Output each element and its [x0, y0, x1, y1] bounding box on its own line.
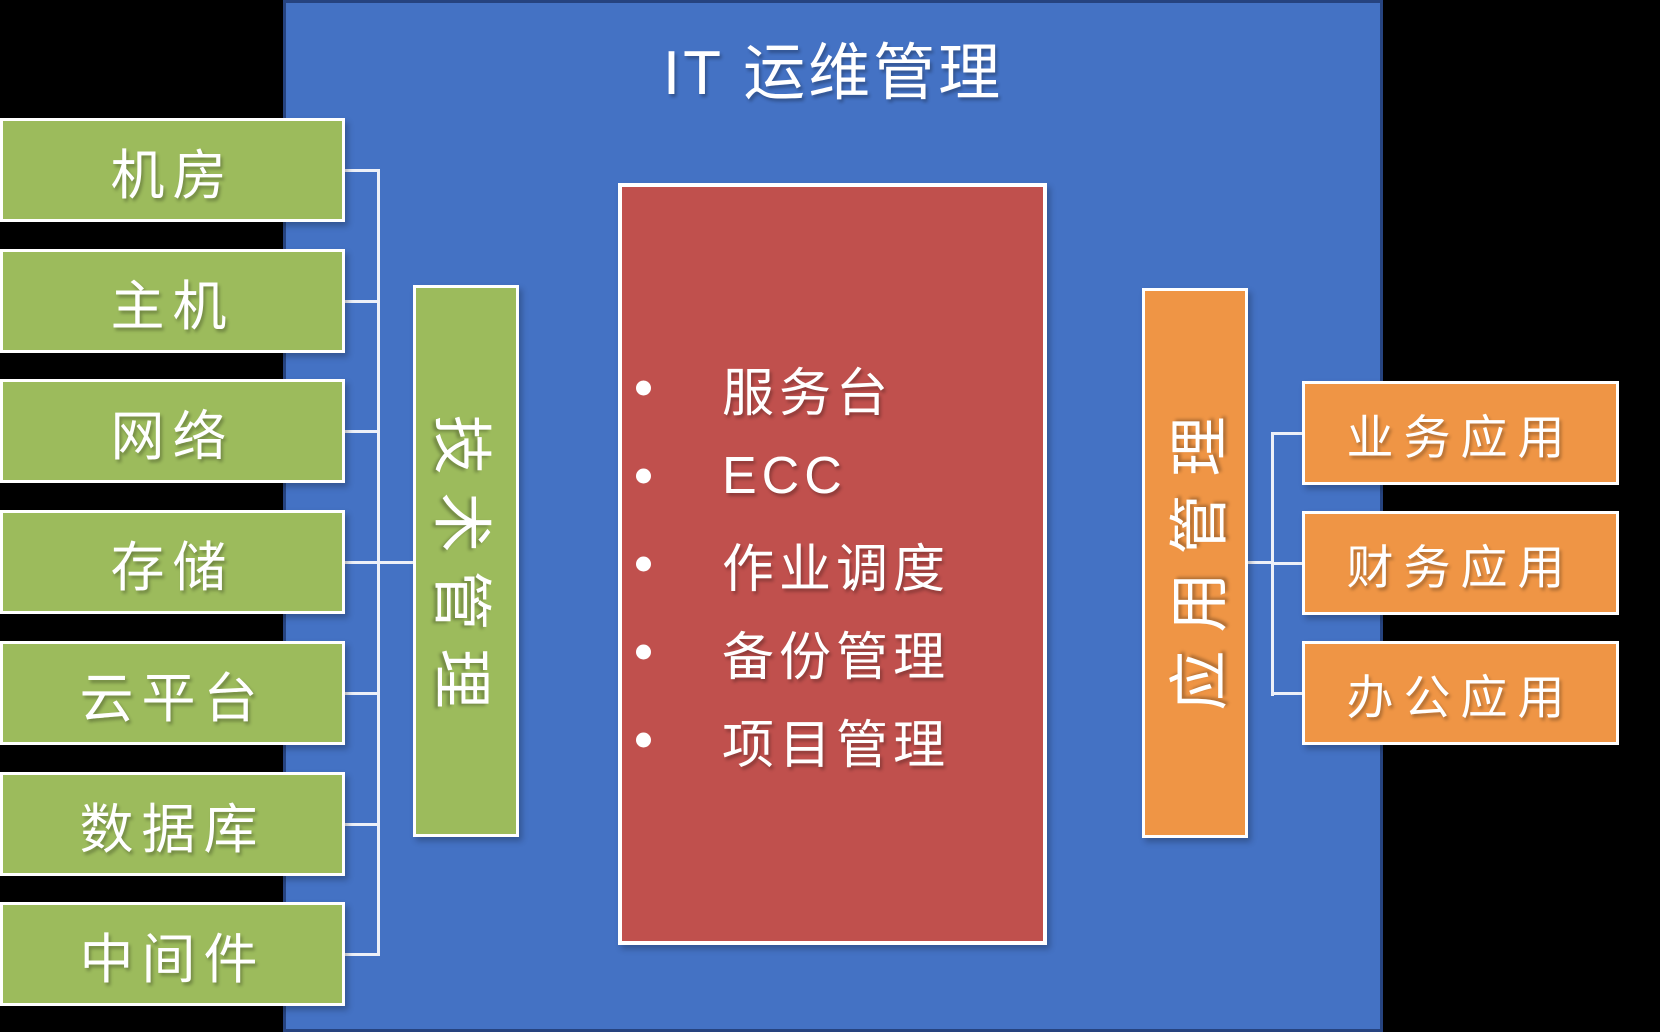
bullet-text: ECC: [722, 447, 847, 505]
tech-management-box: 技术管理: [413, 285, 519, 837]
infrastructure-box: 数据库: [0, 772, 345, 876]
app-management-box: 应用管理: [1142, 288, 1248, 838]
infrastructure-box: 存储: [0, 510, 345, 614]
bullet-dot-icon: [636, 380, 651, 396]
bullet-dot-icon: [636, 556, 651, 572]
bullet-item: ECC: [622, 432, 1043, 520]
bullet-dot-icon: [636, 732, 651, 748]
app-connector-stub: [1246, 561, 1274, 564]
left-connector-stub: [344, 953, 378, 956]
infrastructure-box: 机房: [0, 118, 345, 222]
infrastructure-box: 云平台: [0, 641, 345, 745]
application-box: 办公应用: [1302, 641, 1619, 745]
bullet-item: 项目管理: [622, 696, 1043, 784]
bullet-dot-icon: [636, 468, 651, 484]
infrastructure-box: 中间件: [0, 902, 345, 1006]
bullet-text: 项目管理: [722, 716, 951, 775]
bullet-text: 服务台: [722, 364, 894, 423]
infrastructure-box: 网络: [0, 379, 345, 483]
right-connector-stub: [1271, 562, 1304, 565]
left-connector-stub: [344, 169, 378, 172]
bullet-item: 服务台: [622, 344, 1043, 432]
operations-bullet-list: 服务台 ECC 作业调度备份管理项目管理: [622, 187, 1043, 941]
left-connector-stub: [344, 823, 378, 826]
tech-management-label: 技术管理: [427, 414, 495, 726]
application-box: 业务应用: [1302, 381, 1619, 485]
operations-list-box: 服务台 ECC 作业调度备份管理项目管理: [618, 183, 1047, 945]
left-connector-stub: [344, 561, 378, 564]
left-connector-stub: [344, 430, 378, 433]
right-connector-stub: [1271, 692, 1304, 695]
bullet-text: 备份管理: [722, 628, 951, 687]
diagram-title: IT 运维管理: [662, 39, 1004, 108]
bullet-text: 作业调度: [722, 540, 951, 599]
left-connector-stub: [344, 692, 378, 695]
bullet-item: 备份管理: [622, 608, 1043, 696]
application-box: 财务应用: [1302, 511, 1619, 615]
left-connector-stub: [344, 300, 378, 303]
right-connector-stub: [1271, 432, 1304, 435]
bullet-dot-icon: [636, 644, 651, 660]
infrastructure-box: 主机: [0, 249, 345, 353]
app-management-label: 应用管理: [1166, 398, 1234, 710]
tech-connector-stub: [377, 561, 415, 564]
bullet-item: 作业调度: [622, 520, 1043, 608]
